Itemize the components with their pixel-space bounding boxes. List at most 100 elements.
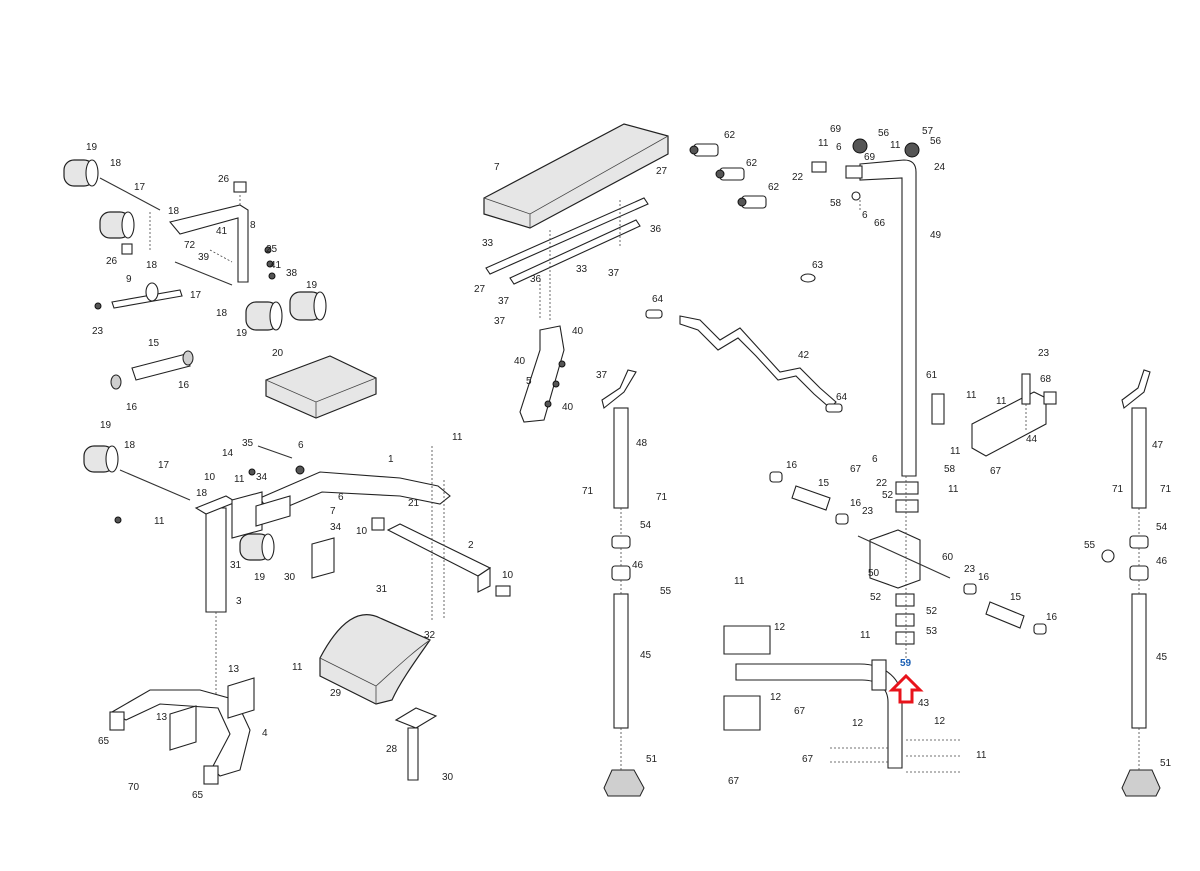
part-label: 53	[926, 626, 938, 637]
part-label: 70	[128, 782, 140, 793]
part-label: 8	[250, 220, 256, 231]
part-label: 19	[254, 572, 266, 583]
part-label: 11	[734, 576, 745, 587]
part-label: 47	[1152, 440, 1164, 451]
part-labels: 19 18 17 26 8 18 41 72 39 25 41 38 19 26…	[86, 124, 1172, 801]
part-label: 67	[794, 706, 806, 717]
part-label: 68	[1040, 374, 1052, 385]
part-label: 12	[934, 716, 946, 727]
part-label: 11	[996, 396, 1007, 407]
part-label: 16	[786, 460, 798, 471]
part-label: 10	[356, 526, 368, 537]
part-label: 19	[100, 420, 112, 431]
part-label: 2	[468, 540, 474, 551]
part-label: 42	[798, 350, 810, 361]
roller-pad	[99, 211, 135, 239]
part-label: 71	[1112, 484, 1124, 495]
part-label: 45	[640, 650, 652, 661]
part-label: 65	[192, 790, 204, 801]
tower-assembly	[723, 138, 1057, 773]
part-label: 6	[872, 454, 878, 465]
handle-62	[689, 143, 719, 157]
part-label: 13	[156, 712, 168, 723]
part-label: 69	[864, 152, 876, 163]
part-label: 11	[292, 662, 303, 673]
part-label: 21	[408, 498, 420, 509]
part-label: 49	[930, 230, 942, 241]
part-label: 67	[990, 466, 1002, 477]
roller-pad	[289, 291, 327, 321]
part-label: 35	[242, 438, 254, 449]
part-label: 9	[126, 274, 132, 285]
part-label: 32	[424, 630, 436, 641]
part-label: 72	[184, 240, 196, 251]
part-label: 56	[878, 128, 890, 139]
part-label: 11	[860, 630, 871, 641]
part-label: 3	[236, 596, 242, 607]
part-label: 11	[452, 432, 463, 443]
part-label: 50	[868, 568, 880, 579]
part-label: 40	[562, 402, 574, 413]
part-label: 45	[1156, 652, 1168, 663]
part-label: 52	[882, 490, 894, 501]
part-label: 40	[572, 326, 584, 337]
seat-pad-20	[265, 355, 377, 419]
part-label: 58	[830, 198, 842, 209]
part-label: 37	[596, 370, 608, 381]
part-label: 37	[608, 268, 620, 279]
part-label: 23	[862, 506, 874, 517]
part-label: 7	[330, 506, 336, 517]
part-label: 6	[298, 440, 304, 451]
part-label: 30	[284, 572, 296, 583]
part-label: 19	[86, 142, 98, 153]
part-label: 11	[950, 446, 961, 457]
part-label: 26	[106, 256, 118, 267]
part-label: 31	[230, 560, 242, 571]
part-label: 38	[286, 268, 298, 279]
part-label: 67	[850, 464, 862, 475]
part-label: 15	[1010, 592, 1022, 603]
roller-pad	[83, 445, 119, 473]
part-label: 14	[222, 448, 234, 459]
part-label: 46	[1156, 556, 1168, 567]
part-label: 17	[158, 460, 170, 471]
part-label: 6	[836, 142, 842, 153]
part-label: 18	[168, 206, 180, 217]
part-label: 13	[228, 664, 240, 675]
part-label: 33	[482, 238, 494, 249]
part-label: 62	[746, 158, 758, 169]
part-label: 16	[850, 498, 862, 509]
part-label: 52	[870, 592, 882, 603]
part-label: 6	[338, 492, 344, 503]
part-label: 1	[388, 454, 394, 465]
part-label: 67	[728, 776, 740, 787]
part-label: 60	[942, 552, 954, 563]
part-label: 19	[306, 280, 318, 291]
part-label: 18	[124, 440, 136, 451]
part-label: 46	[632, 560, 644, 571]
part-label: 57	[922, 126, 934, 137]
part-label: 62	[724, 130, 736, 141]
part-label: 7	[494, 162, 500, 173]
part-label: 31	[376, 584, 388, 595]
roller-pad	[63, 159, 99, 187]
part-label: 23	[964, 564, 976, 575]
handle-62	[737, 195, 767, 209]
part-label: 71	[656, 492, 668, 503]
part-label: 11	[948, 484, 959, 495]
part-label: 17	[190, 290, 202, 301]
part-label: 55	[660, 586, 672, 597]
part-label: 18	[196, 488, 208, 499]
part-label: 23	[92, 326, 104, 337]
part-label: 17	[134, 182, 146, 193]
curl-bar-assembly	[645, 143, 843, 413]
part-label: 11	[890, 140, 901, 151]
part-label: 54	[1156, 522, 1168, 533]
part-label: 18	[146, 260, 158, 271]
part-label: 15	[148, 338, 160, 349]
right-upright-assembly	[1101, 369, 1161, 797]
part-label: 43	[918, 698, 930, 709]
part-label: 19	[236, 328, 248, 339]
part-label: 22	[876, 478, 888, 489]
preacher-assembly	[109, 614, 438, 785]
